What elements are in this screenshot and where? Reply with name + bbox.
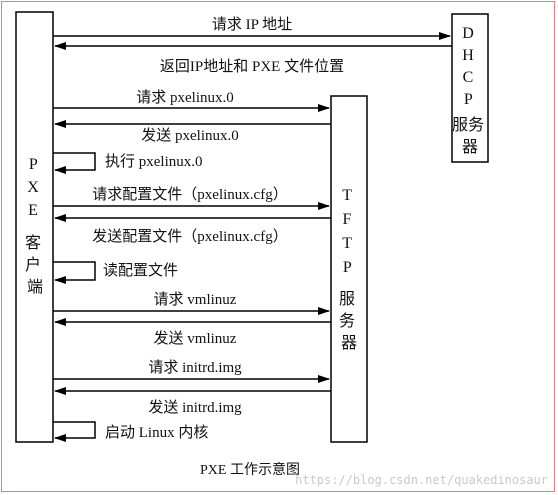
pxe-client-label-line: E <box>28 202 38 219</box>
tftp-server-label-line: T <box>342 187 352 204</box>
watermark-text: https://blog.csdn.net/quakedinosaur <box>295 473 548 487</box>
dhcp-server-label-line: C <box>463 69 474 86</box>
dhcp-server-label: D H C P 服务 器 <box>452 25 488 156</box>
message-label: 执行 pxelinux.0 <box>105 153 203 170</box>
tftp-server-label-line: 器 <box>341 334 357 352</box>
message-label: 读配置文件 <box>103 262 178 279</box>
dhcp-server-label-line: 器 <box>462 138 478 156</box>
diagram-caption: PXE 工作示意图 <box>200 461 300 478</box>
dhcp-server-label-line: P <box>464 91 473 108</box>
self-loop-boot-kernel <box>53 421 96 442</box>
self-loop-read-config <box>53 261 96 284</box>
pxe-client-label-line: X <box>27 179 39 196</box>
tftp-server-label-line: F <box>343 211 352 228</box>
dhcp-server-label-line: D <box>462 25 474 42</box>
pxe-client-label-line: 端 <box>27 278 43 296</box>
message-label: 启动 Linux 内核 <box>105 424 208 441</box>
message-label: 请求 vmlinuz <box>154 291 237 308</box>
tftp-server-label: T F T P 服 务 器 <box>339 187 359 352</box>
dhcp-server-box <box>451 13 489 163</box>
tftp-server-box <box>330 95 368 443</box>
tftp-server-label-line: 服 <box>339 290 355 308</box>
message-label: 请求 pxelinux.0 <box>136 89 234 106</box>
message-label: 发送 pxelinux.0 <box>141 127 239 144</box>
tftp-server-label-line: T <box>342 235 352 252</box>
message-label: 发送配置文件（pxelinux.cfg） <box>92 228 287 245</box>
message-label: 请求 IP 地址 <box>212 16 292 33</box>
tftp-server-label-line: P <box>343 259 352 276</box>
pxe-client-label-line: 客 <box>25 234 41 252</box>
tftp-server-label-line: 务 <box>339 312 355 330</box>
dhcp-server-label-line: H <box>462 47 474 64</box>
pxe-client-label: P X E 客 户 端 <box>25 156 45 296</box>
message-label: 请求 initrd.img <box>148 359 242 376</box>
message-label: 请求配置文件（pxelinux.cfg） <box>92 186 287 203</box>
dhcp-server-label-line: 服务 <box>452 116 484 134</box>
pxe-client-label-line: P <box>29 156 38 173</box>
pxe-client-label-line: 户 <box>25 256 41 274</box>
pxe-client-box <box>15 11 54 443</box>
message-label: 返回IP地址和 PXE 文件位置 <box>160 58 344 75</box>
message-label: 发送 initrd.img <box>148 399 242 416</box>
message-label: 发送 vmlinuz <box>154 330 237 347</box>
self-loop-execute <box>53 152 96 174</box>
